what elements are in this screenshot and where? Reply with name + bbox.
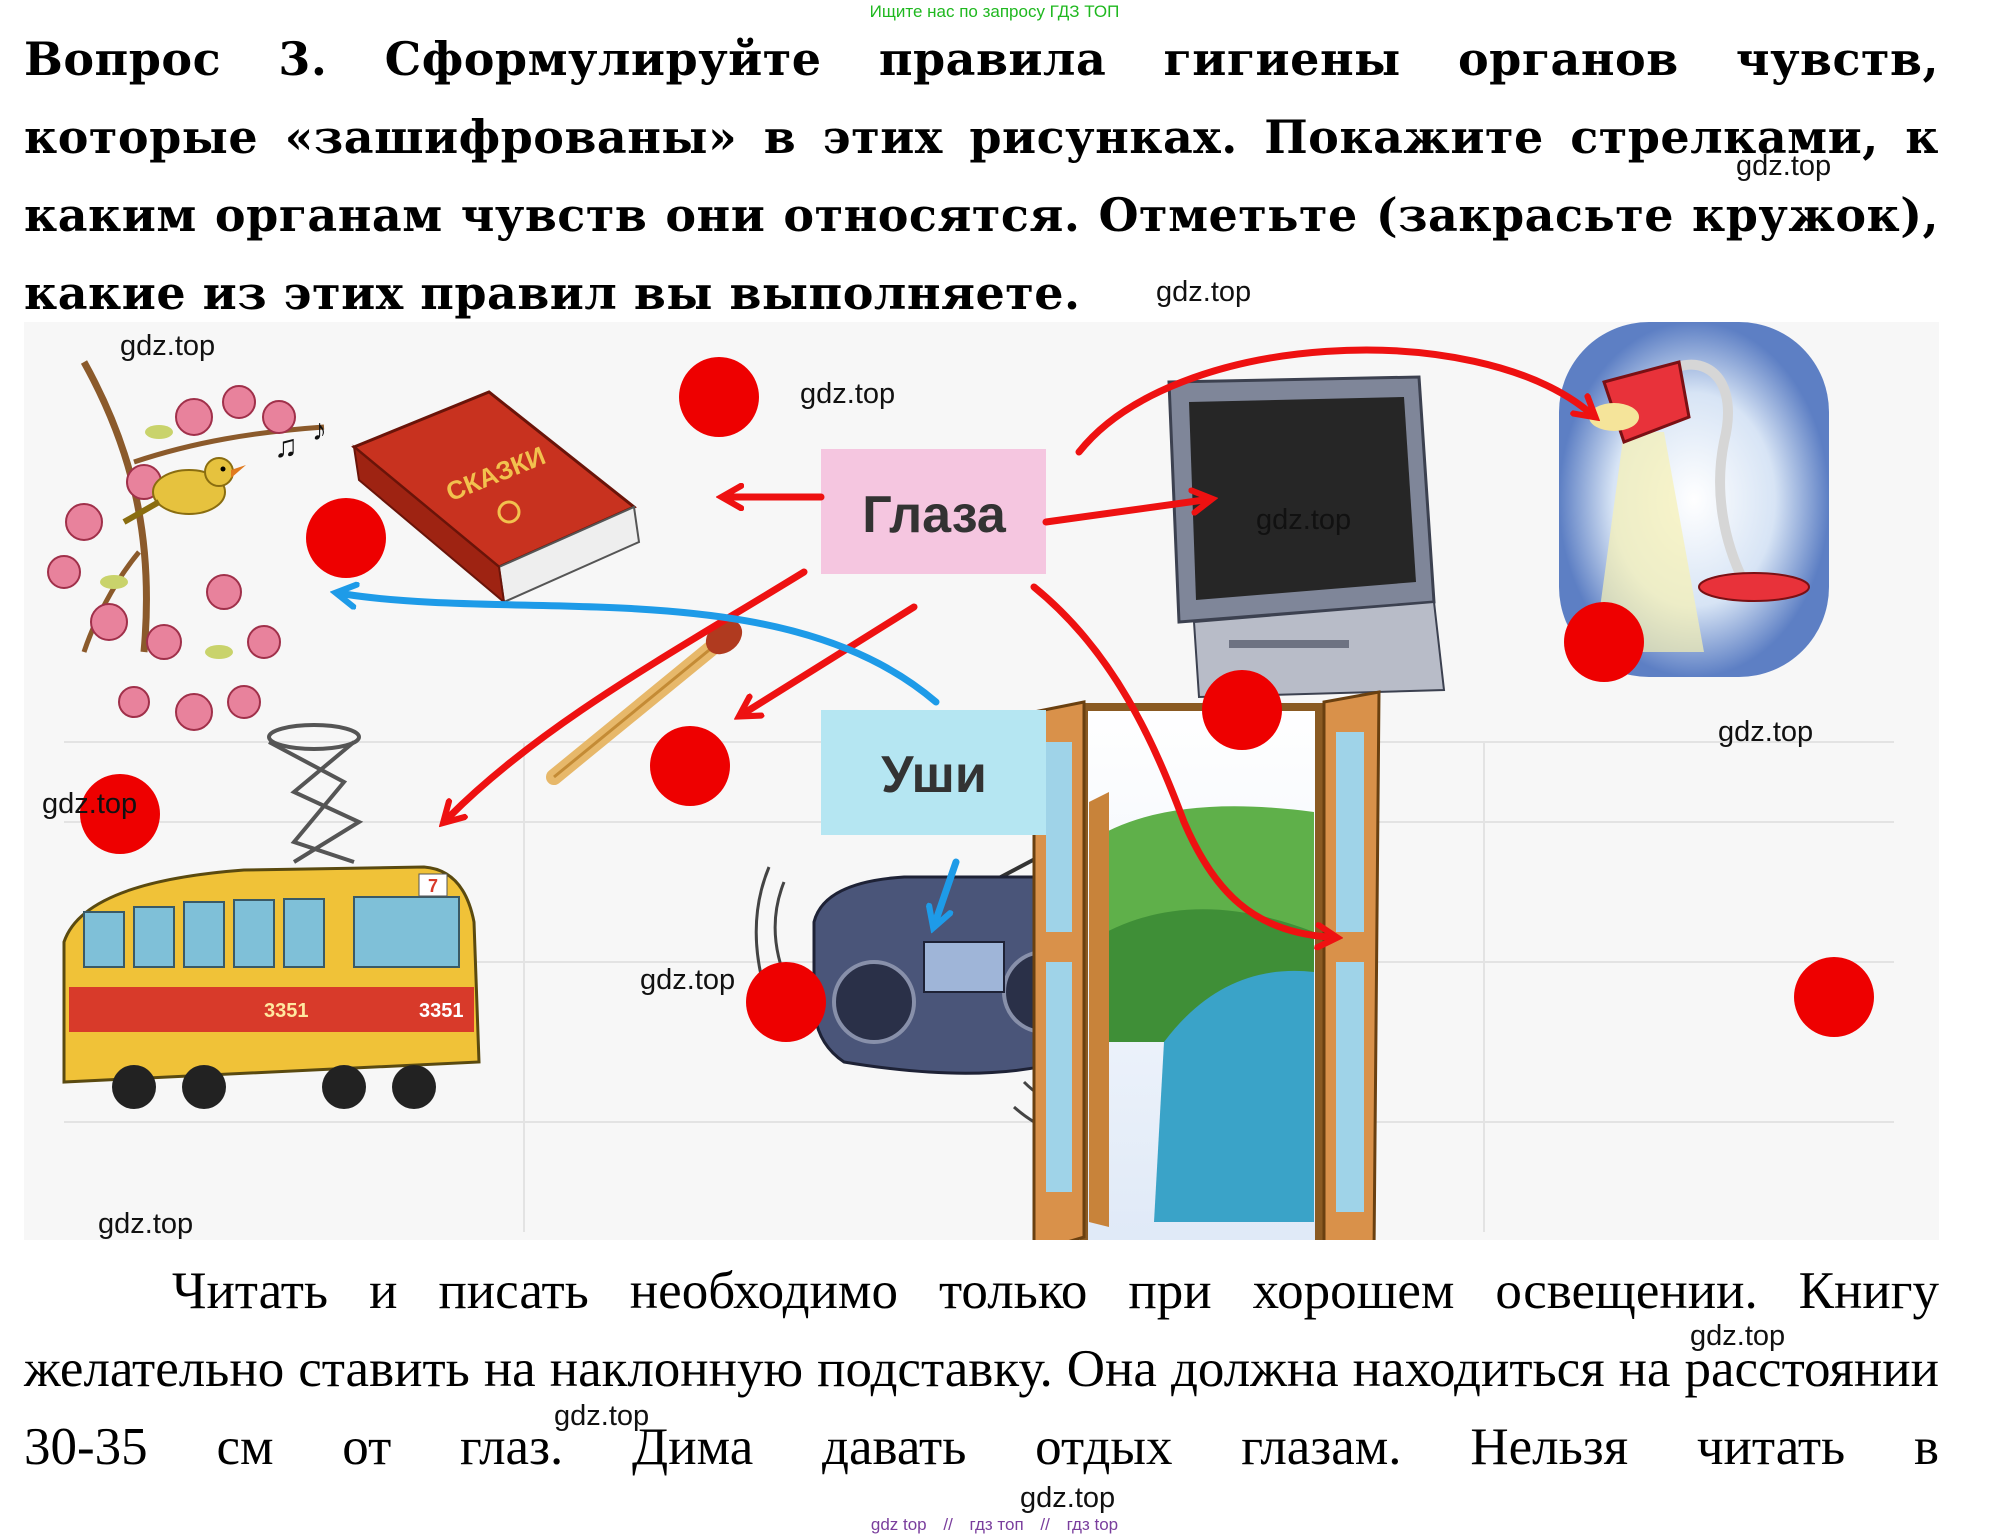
arrow-eyes-to-tram <box>449 568 808 817</box>
window-picture <box>1032 690 1381 1240</box>
top-search-link[interactable]: Ищите нас по запросу ГДЗ ТОП <box>869 2 1120 21</box>
rule-circle-lamp <box>1564 602 1644 682</box>
footer-links: gdz top // гдз топ // гдз top <box>0 1515 1989 1535</box>
filled-circles <box>80 357 1874 1042</box>
watermark: gdz.top <box>120 330 216 362</box>
footer-link[interactable]: gdz top <box>870 1515 927 1534</box>
footer-separator: // <box>1040 1515 1050 1534</box>
arrow-eyes-to-tv <box>1042 500 1204 526</box>
watermark: gdz.top <box>1718 716 1814 748</box>
rule-circle-book <box>679 357 759 437</box>
answer-text: Читать и писать необходимо только при хо… <box>24 1262 1939 1476</box>
eyes-label: Глаза <box>862 486 1007 544</box>
lamp-picture <box>1559 322 1829 677</box>
eyes-arrows <box>449 346 1589 937</box>
footer-separator: // <box>943 1515 953 1534</box>
watermark: gdz.top <box>1256 504 1352 536</box>
rule-circle-tram <box>80 774 160 854</box>
tram-side-number: 3351 <box>264 1000 309 1022</box>
arrow-eyes-to-lamp <box>1075 346 1589 456</box>
watermark: gdz.top <box>554 1400 650 1432</box>
bird-on-branch-picture: ♫ ♪ <box>47 360 327 731</box>
watermark: gdz.top <box>42 788 138 820</box>
watermark: gdz.top <box>1690 1320 1786 1352</box>
rule-circle-bird <box>306 498 386 578</box>
rule-circle-window <box>1794 957 1874 1037</box>
ears-label: Уши <box>881 746 987 804</box>
arrow-eyes-to-match <box>746 603 918 712</box>
footer-link[interactable]: гдз top <box>1066 1515 1119 1534</box>
arrow-ears-to-bird <box>344 594 940 706</box>
watermark: gdz.top <box>800 378 896 410</box>
rule-circle-tv <box>1202 670 1282 750</box>
arrow-eyes-to-window <box>1030 583 1329 937</box>
arrow-ears-to-radio <box>936 858 960 920</box>
rule-circle-radio <box>746 962 826 1042</box>
eyes-box <box>821 449 1046 574</box>
tv-picture <box>1167 375 1446 699</box>
book-picture: СКАЗКИ <box>351 390 641 605</box>
ears-box <box>821 710 1046 835</box>
watermark: gdz.top <box>1156 276 1252 308</box>
question-text: Вопрос 3. Сформулируйте правила гигиены … <box>24 32 1939 320</box>
footer-link[interactable]: гдз топ <box>969 1515 1024 1534</box>
tram-front-number: 3351 <box>419 1000 464 1022</box>
match-picture <box>546 619 743 785</box>
tram-route-number: 7 <box>428 876 438 896</box>
watermark: gdz.top <box>98 1208 194 1240</box>
svg-text:♪: ♪ <box>312 414 327 447</box>
rule-circle-match <box>650 726 730 806</box>
watermark: gdz.top <box>1020 1482 1116 1514</box>
ears-arrows <box>344 594 960 920</box>
exercise-figure: ♫ ♪ СКАЗКИ 7 <box>24 322 1939 1240</box>
watermark: gdz.top <box>1736 150 1832 182</box>
watermark: gdz.top <box>640 964 736 996</box>
tram-picture: 7 3351 3351 <box>62 723 481 1109</box>
svg-text:♫: ♫ <box>274 428 298 464</box>
